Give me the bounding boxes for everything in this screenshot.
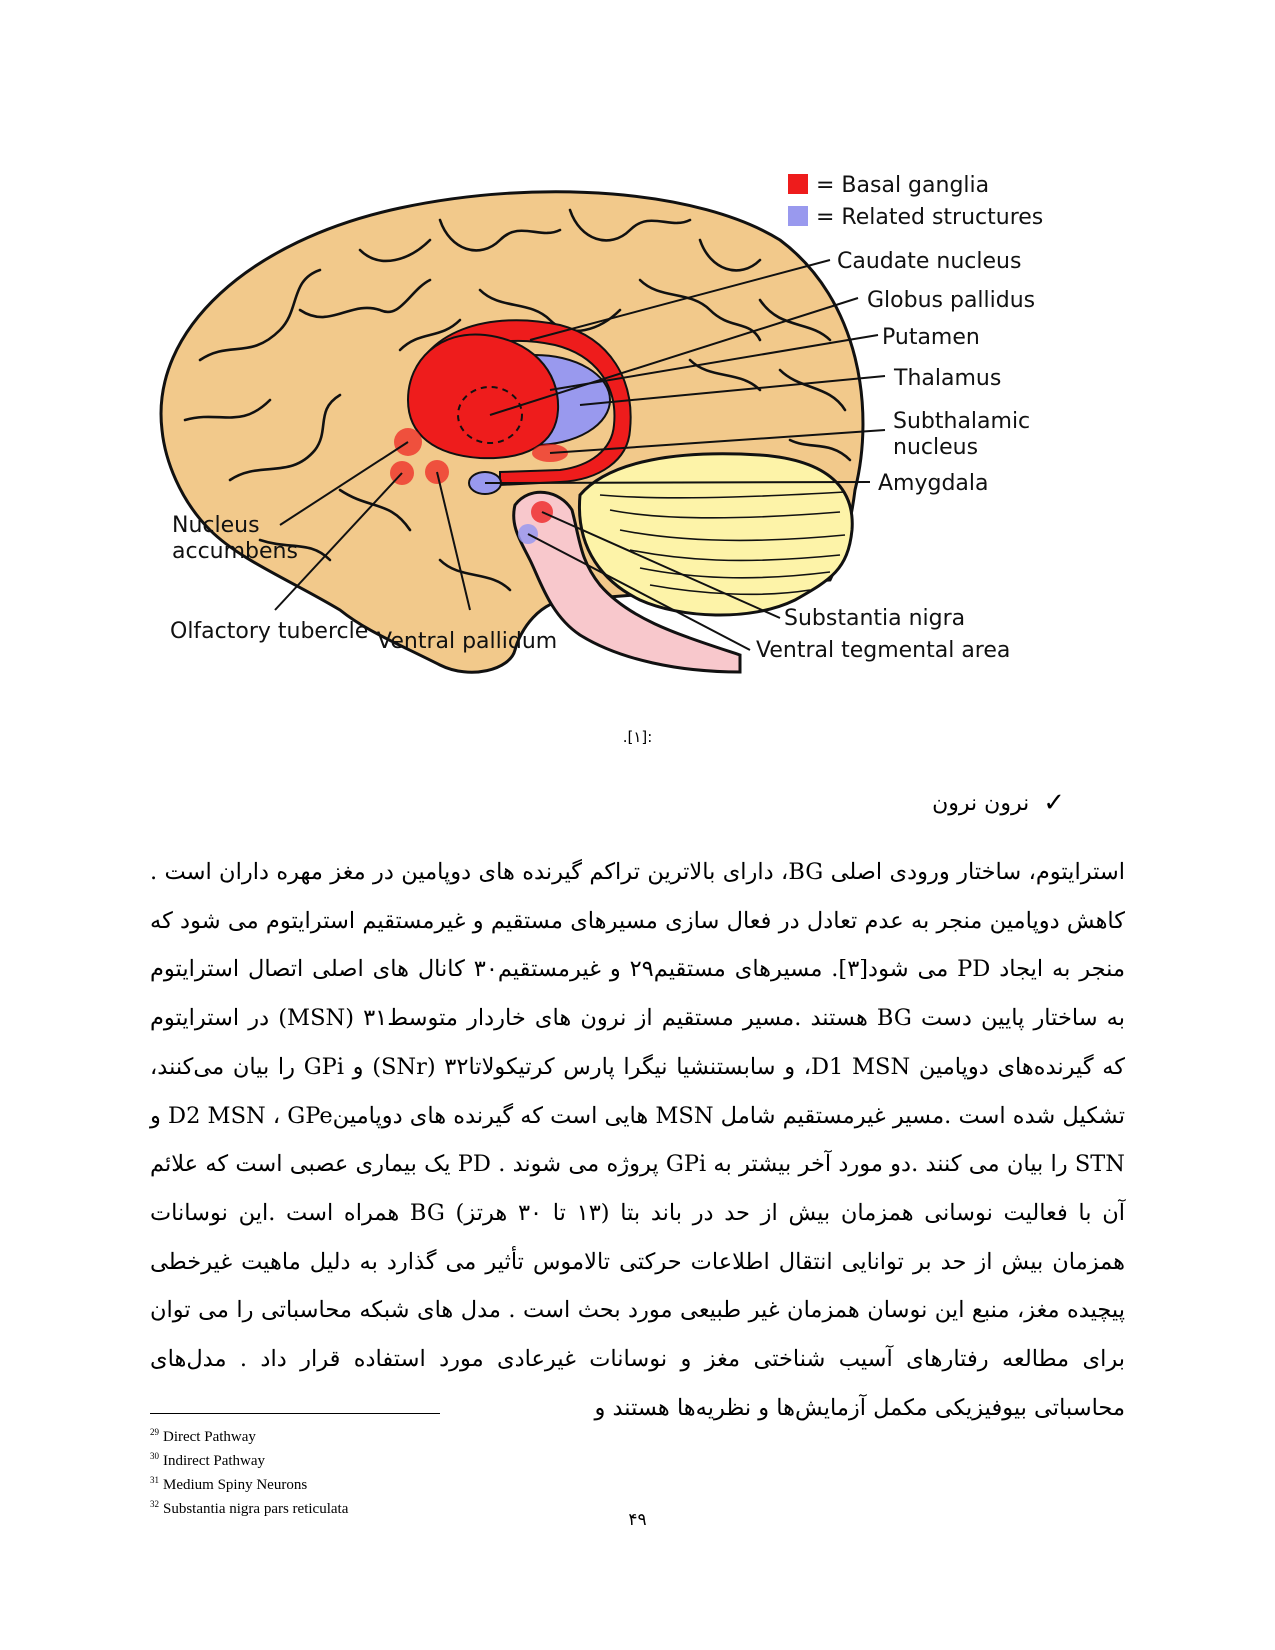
legend-label-basal-ganglia: = Basal ganglia [816, 173, 989, 198]
footnote-number: 31 [150, 1475, 159, 1485]
footnote: 30 Indirect Pathway [150, 1447, 348, 1471]
label-caudate-nucleus: Caudate nucleus [837, 249, 1021, 274]
section-heading-text: نرون نرون [932, 790, 1030, 816]
footnote: 32 Substantia nigra pars reticulata [150, 1495, 348, 1519]
body-text: استرایتوم، ساختار ورودی اصلی BG، دارای ب… [150, 848, 1125, 1432]
page-number: ۴۹ [628, 1510, 647, 1530]
footnote-number: 30 [150, 1451, 159, 1461]
footnotes: 29 Direct Pathway 30 Indirect Pathway 31 Me… [150, 1423, 348, 1519]
label-putamen: Putamen [882, 325, 980, 350]
label-nucleus-accumbens-2: accumbens [172, 539, 298, 564]
cerebellum-shape [577, 452, 854, 617]
label-ventral-tegmental-area: Ventral tegmental area [756, 638, 1010, 663]
legend-label-related: = Related structures [816, 205, 1043, 230]
legend: = Basal ganglia = Related structures [788, 173, 1043, 230]
label-subthalamic-2: nucleus [893, 435, 978, 460]
figure-caption: .[۱]: [622, 728, 653, 746]
basal-ganglia-figure: = Basal ganglia = Related structures Cau… [159, 173, 1043, 674]
footnote: 29 Direct Pathway [150, 1423, 348, 1447]
label-ventral-pallidum: Ventral pallidum [377, 629, 557, 654]
cortex-folds [183, 208, 852, 592]
footnote-number: 29 [150, 1427, 159, 1437]
checkmark-icon: ✓ [1043, 788, 1065, 818]
footnote-text: Substantia nigra pars reticulata [163, 1501, 349, 1517]
label-amygdala: Amygdala [878, 471, 989, 496]
cerebellum-folds [599, 491, 846, 596]
footnote: 31 Medium Spiny Neurons [150, 1471, 348, 1495]
footnote-text: Medium Spiny Neurons [163, 1477, 308, 1493]
label-globus-pallidus: Globus pallidus [867, 288, 1035, 313]
label-thalamus: Thalamus [893, 366, 1001, 391]
leader-lines [274, 259, 886, 651]
section-heading: ✓ نرون نرون [932, 788, 1065, 818]
footnote-separator [150, 1413, 440, 1414]
brainstem-shape [512, 490, 742, 674]
label-olfactory-tubercle: Olfactory tubercle [170, 619, 368, 644]
label-subthalamic-1: Subthalamic [893, 409, 1030, 434]
putamen-shape [406, 333, 560, 460]
footnote-number: 32 [150, 1499, 159, 1509]
label-nucleus-accumbens-1: Nucleus [172, 513, 260, 538]
legend-swatch-related [788, 206, 808, 226]
footnote-text: Indirect Pathway [163, 1453, 266, 1469]
body-paragraph: استرایتوم، ساختار ورودی اصلی BG، دارای ب… [150, 859, 1126, 1421]
legend-swatch-basal-ganglia [788, 174, 808, 194]
globus-pallidus-outline [457, 386, 523, 444]
label-substantia-nigra: Substantia nigra [784, 606, 965, 631]
footnote-text: Direct Pathway [163, 1429, 256, 1445]
